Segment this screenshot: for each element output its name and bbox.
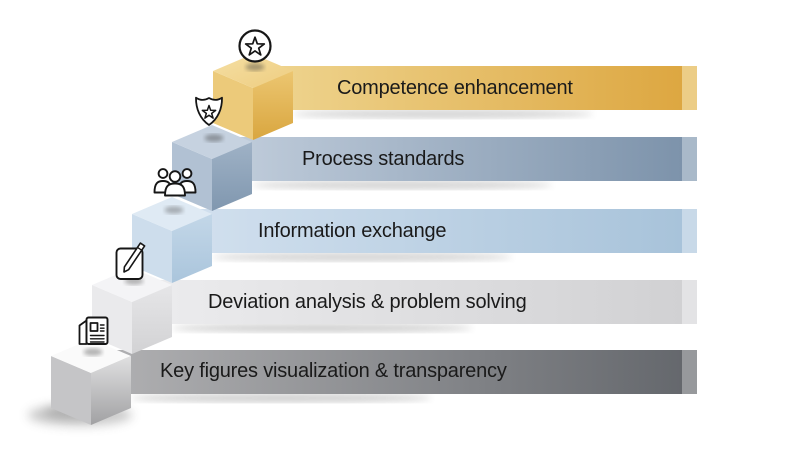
people-group-icon — [153, 168, 197, 197]
cube-competence-enhancement — [213, 54, 293, 140]
step-1-group — [213, 54, 697, 140]
bar-shadow — [293, 109, 593, 119]
cube-information-exchange — [132, 197, 212, 283]
icon-shadow — [83, 348, 103, 356]
bar-end-cap — [682, 66, 697, 110]
bar-end-cap — [682, 280, 697, 324]
bar-shadow — [172, 323, 472, 333]
step-label-key-figures: Key figures visualization & transparency — [160, 360, 507, 382]
step-2-group — [172, 125, 697, 211]
cube-deviation-analysis — [92, 268, 172, 354]
icon-shadow — [204, 134, 224, 142]
step-label-process-standards: Process standards — [302, 148, 465, 170]
bar-shadow — [212, 252, 512, 262]
bar-information-exchange — [172, 209, 682, 253]
bar-shadow — [131, 393, 431, 403]
cube-process-standards — [172, 125, 252, 211]
star-circle-icon — [238, 29, 272, 63]
bar-end-cap — [682, 209, 697, 253]
step-label-deviation-analysis: Deviation analysis & problem solving — [208, 291, 527, 313]
icon-shadow — [245, 63, 265, 71]
step-label-competence-enhancement: Competence enhancement — [337, 77, 573, 99]
step-5-group — [28, 339, 697, 426]
step-label-information-exchange: Information exchange — [258, 220, 447, 242]
step-4-group — [92, 268, 697, 354]
newspaper-icon — [78, 316, 109, 345]
bar-process-standards — [212, 137, 682, 181]
icon-shadow — [164, 206, 184, 214]
step-3-group — [132, 197, 697, 283]
shield-star-icon — [195, 96, 223, 126]
bar-key-figures — [91, 350, 682, 394]
pencil-edit-icon — [115, 242, 146, 280]
bar-deviation-analysis — [132, 280, 682, 324]
bar-end-cap — [682, 350, 697, 394]
bar-competence-enhancement — [253, 66, 682, 110]
cube-key-figures — [51, 339, 131, 425]
bar-end-cap — [682, 137, 697, 181]
bar-shadow — [252, 180, 552, 190]
